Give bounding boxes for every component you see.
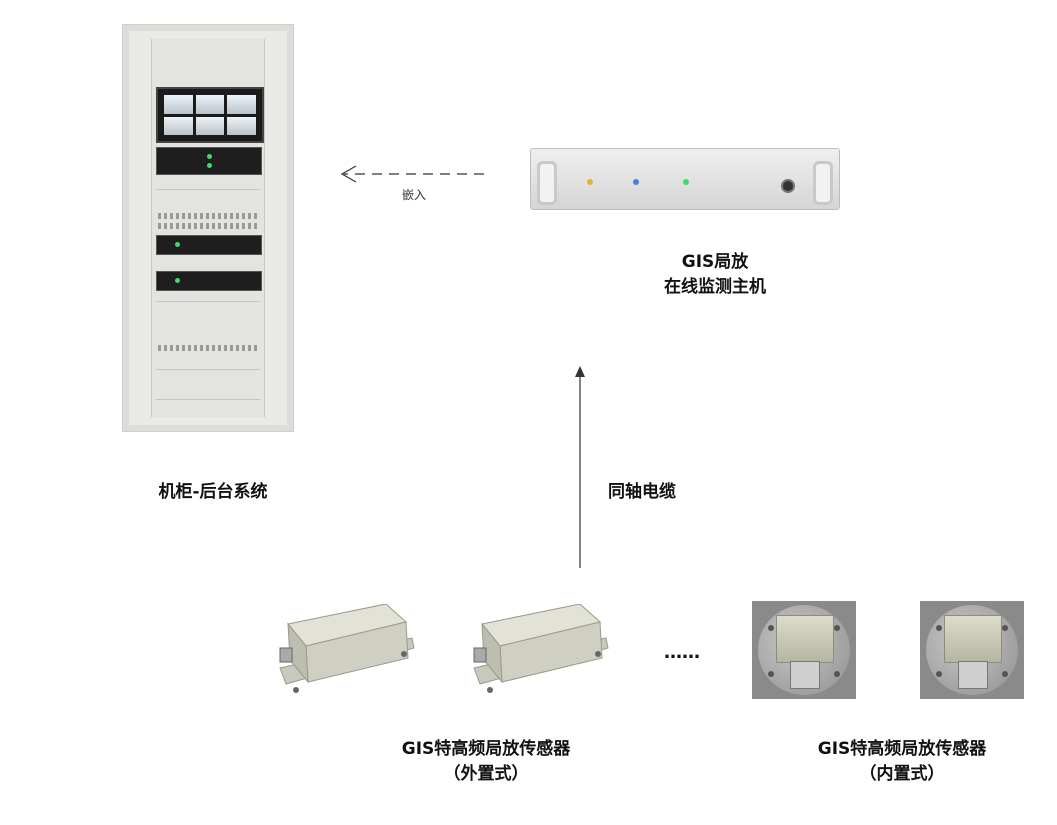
panel-divider [156, 189, 260, 190]
rack-handle [537, 161, 557, 205]
panel-divider [156, 369, 260, 370]
external-sensor-image [473, 604, 609, 693]
screen-panels [164, 95, 256, 135]
status-led [175, 242, 180, 247]
sensor-housing [944, 615, 1002, 663]
panel-divider [156, 301, 260, 302]
embed-arrow [340, 165, 484, 183]
ellipsis: …… [664, 642, 700, 663]
external-sensor-image [279, 604, 415, 693]
cabinet-image [122, 24, 294, 432]
cabinet-label: 机柜-后台系统 [158, 482, 268, 502]
bolt-icon [936, 625, 942, 631]
bolt-icon [834, 625, 840, 631]
internal-sensor-image [920, 601, 1024, 699]
cabinet-unit-middle [156, 235, 262, 255]
host-title-line2: 在线监测主机 [664, 277, 766, 297]
sensor-housing [776, 615, 834, 663]
cabinet-rack [151, 39, 265, 417]
sensor-connector [790, 661, 820, 689]
internal-sensor-label-line1: GIS特高频局放传感器 [817, 739, 987, 759]
bolt-icon [768, 671, 774, 677]
power-button-icon [781, 179, 795, 193]
cabinet-vent [158, 345, 258, 351]
status-led [207, 154, 212, 159]
external-sensor-label-line2: （外置式） [443, 764, 529, 784]
sensor-connector [958, 661, 988, 689]
status-led [683, 179, 689, 185]
bolt-icon [834, 671, 840, 677]
rack-handle [813, 161, 833, 205]
status-led [587, 179, 593, 185]
cable-label: 同轴电缆 [608, 482, 676, 502]
internal-sensor-image [752, 601, 856, 699]
bolt-icon [1002, 671, 1008, 677]
status-led [633, 179, 639, 185]
panel-divider [156, 399, 260, 400]
bolt-icon [768, 625, 774, 631]
monitoring-host-image [530, 148, 840, 210]
cable-arrow [575, 366, 585, 568]
cabinet-unit-top [156, 147, 262, 175]
internal-sensor-label-line2: （内置式） [859, 764, 945, 784]
cabinet-vent [158, 223, 258, 229]
status-led [207, 163, 212, 168]
cabinet-unit-lower [156, 271, 262, 291]
bolt-icon [936, 671, 942, 677]
host-title-line1: GIS局放 [681, 252, 749, 272]
cabinet-vent [158, 213, 258, 219]
status-led [175, 278, 180, 283]
cabinet-screen [156, 87, 264, 143]
embed-label: 嵌入 [402, 188, 427, 202]
external-sensor-label-line1: GIS特高频局放传感器 [401, 739, 571, 759]
bolt-icon [1002, 625, 1008, 631]
